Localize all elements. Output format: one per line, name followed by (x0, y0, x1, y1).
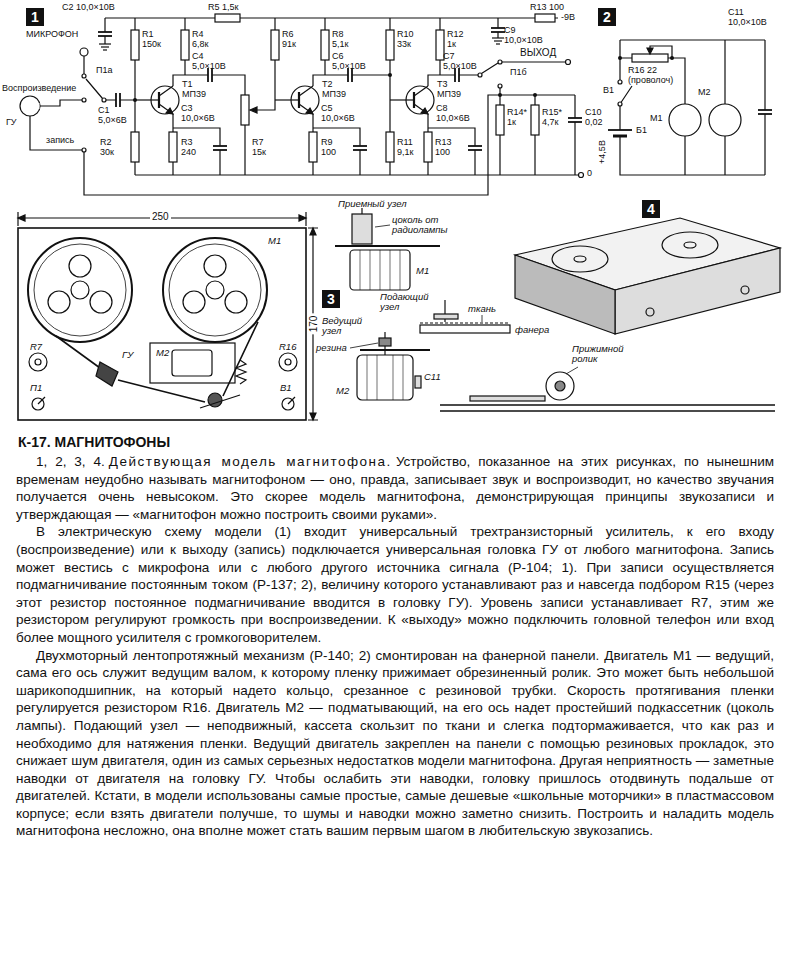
component-label: П1б (510, 68, 527, 78)
callout-label: М1 (416, 266, 429, 276)
motor-schematic (608, 40, 772, 175)
amplifier-schematic (20, 14, 674, 195)
figure-number: 4 (642, 200, 660, 218)
component-label: C7 5,0×10В (443, 52, 483, 72)
component-label: T3 МП39 (437, 80, 467, 100)
component-label: П1а (96, 66, 112, 76)
component-label: C10 0,02 (585, 108, 607, 128)
component-label: Б1 (636, 126, 647, 136)
callout-label: цоколь от радиолампы (392, 215, 464, 236)
callout-label: В1 (280, 383, 292, 393)
paragraph-text: Двухмоторный лентопротяжный механизм (Р-… (16, 648, 774, 839)
component-label: C4 5,0×10В (192, 52, 232, 72)
callout-label: ткань (468, 304, 496, 314)
figure-number: 2 (598, 8, 616, 26)
component-label: R4 6,8к (192, 30, 216, 50)
component-label: R12 1к (447, 30, 471, 50)
paragraph: Двухмоторный лентопротяжный механизм (Р-… (16, 647, 774, 841)
component-label: R10 33к (397, 30, 421, 50)
component-label: 0 (587, 169, 592, 179)
recorder-sketch (515, 218, 780, 334)
callout-label: R7 (30, 342, 42, 352)
component-label: T1 МП39 (182, 80, 212, 100)
component-label: C3 10,0×6В (181, 104, 219, 124)
component-label: ВЫХОД (520, 47, 556, 58)
callout-label: Ведущий узел (322, 316, 374, 337)
component-label: +4,5В (598, 140, 608, 164)
component-label: запись (46, 136, 74, 146)
component-label: R15* 4,7к (542, 108, 566, 128)
component-label: C5 10,0×6В (321, 104, 359, 124)
callout-label: фанера (515, 325, 549, 335)
component-label: T2 МП39 (322, 80, 352, 100)
component-label: R6 91к (282, 30, 306, 50)
component-label: R16 22 (проволоч) (628, 66, 680, 86)
callout-label: R16 (279, 342, 296, 352)
component-label: R11 9,1к (397, 138, 419, 158)
component-label: R14* 1к (507, 108, 531, 128)
callout-label: М2 (336, 386, 349, 396)
figure-number-text: 2 (603, 9, 611, 25)
dimension: 170 (308, 314, 319, 335)
component-label: R5 1,5к (208, 3, 238, 13)
component-label: C9 10,0×10В (504, 26, 548, 46)
figure-number-text: 1 (31, 9, 39, 25)
paragraph-text: В электрическую схему модели (1) входит … (16, 524, 774, 645)
panel-layout-drawing (18, 212, 318, 420)
component-label: Воспроизведение (2, 84, 76, 94)
page-heading: К-17. МАГНИТОФОНЫ (18, 434, 170, 450)
component-label: C1 5,0×6В (98, 106, 128, 126)
figure-number: 1 (26, 8, 44, 26)
component-label: МИКРОФОН (26, 30, 78, 40)
component-label: ГУ (6, 118, 17, 128)
callout-label: ГУ (122, 350, 133, 360)
component-label: R2 30к (100, 138, 124, 158)
component-label: -9В (561, 13, 575, 23)
component-label: M2 (698, 88, 711, 98)
component-label: C8 10,0×6В (436, 104, 474, 124)
callout-label: Приемный узел (338, 199, 407, 209)
dimension: 250 (150, 211, 171, 222)
callout-label: П1 (30, 383, 42, 393)
paragraph-text: 1, 2, 3, 4. (36, 454, 105, 469)
component-label: R3 240 (181, 138, 203, 158)
component-label: R1 150к (142, 30, 166, 50)
callout-label: М2 (156, 348, 169, 358)
paragraph: 1, 2, 3, 4. Действующая модель магнитофон… (16, 453, 774, 523)
figure-number-text: 3 (327, 291, 335, 307)
article-body: 1, 2, 3, 4. Действующая модель магнитофон… (16, 453, 774, 840)
component-label: R13 100 (435, 138, 457, 158)
component-label: R9 100 (321, 138, 343, 158)
component-label: C2 10,0×10В (62, 3, 115, 13)
paragraph-text: Действующая модель магнитофона. (109, 454, 392, 469)
component-label: В1 (603, 86, 614, 96)
callout-label: резина (316, 343, 347, 353)
component-label: R7 15к (252, 138, 274, 158)
callout-label: Подающий узел (380, 292, 432, 313)
component-label: R13 100 (530, 3, 564, 13)
component-label: C6 5,0×10В (332, 52, 372, 72)
component-label: M1 (650, 114, 663, 124)
figure-number-text: 4 (647, 201, 655, 217)
figure-number: 3 (322, 290, 340, 308)
component-label: R8 5,1к (332, 30, 356, 50)
component-label: C11 10,0×10В (728, 8, 772, 28)
callout-label: Прижимной ролик (572, 344, 628, 365)
callout-label: С11 (424, 372, 441, 382)
callout-label: М1 (268, 236, 281, 246)
paragraph: В электрическую схему модели (1) входит … (16, 523, 774, 646)
